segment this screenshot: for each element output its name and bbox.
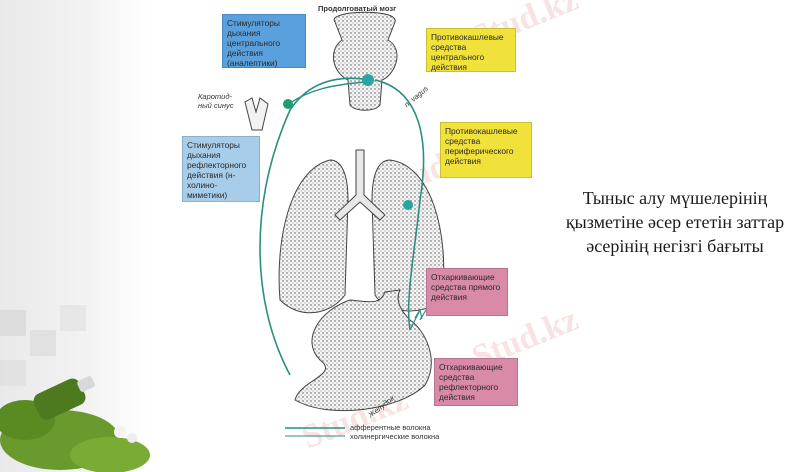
diagram-drawing bbox=[244, 11, 445, 437]
decor-tile bbox=[60, 305, 86, 331]
decor-tile bbox=[30, 330, 56, 356]
carotid-nerve bbox=[289, 81, 366, 104]
reflex-stimulants-box: Стимуляторы дыхания рефлекторного действ… bbox=[182, 136, 260, 202]
carotid-sinus-label: Каротид-ный синус bbox=[198, 92, 234, 110]
receptor-dot bbox=[403, 200, 413, 210]
slide-caption: Тыныс алу мүшелерінің қызметіне әсер ете… bbox=[565, 188, 785, 256]
respiratory-diagram: Продолговатый мозг Стимуляторы дыхания ц… bbox=[170, 0, 570, 472]
vagus-nerve bbox=[374, 79, 425, 331]
bottle-leaves-decor bbox=[0, 376, 150, 472]
afferent-nerve bbox=[259, 77, 371, 376]
decor-tile bbox=[0, 360, 26, 386]
direct-expectorants-box: Отхаркивающие средства прямого действия bbox=[426, 268, 508, 316]
central-antitussives-box: Противокашлевые средства центрального де… bbox=[426, 28, 516, 72]
peripheral-antitussives-box: Противокашлевые средства периферического… bbox=[440, 122, 532, 178]
reflex-expectorants-box: Отхаркивающие средства рефлекторного дей… bbox=[434, 358, 518, 406]
central-stimulants-box: Стимуляторы дыхания центрального действи… bbox=[222, 14, 306, 68]
left-lung bbox=[278, 159, 349, 314]
right-lung bbox=[371, 159, 445, 312]
trachea bbox=[334, 149, 386, 221]
carotid-vessel bbox=[244, 97, 269, 131]
receptor-dot bbox=[362, 74, 374, 86]
medulla-shape bbox=[333, 11, 398, 111]
decor-tile bbox=[0, 310, 26, 336]
receptor-dot bbox=[283, 99, 293, 109]
legend-afferent-label: афферентные волокна bbox=[350, 423, 431, 432]
stomach-shape bbox=[294, 289, 432, 412]
legend-cholinergic-label: холинергические волокна bbox=[350, 432, 440, 441]
brain-label: Продолговатый мозг bbox=[318, 4, 397, 13]
